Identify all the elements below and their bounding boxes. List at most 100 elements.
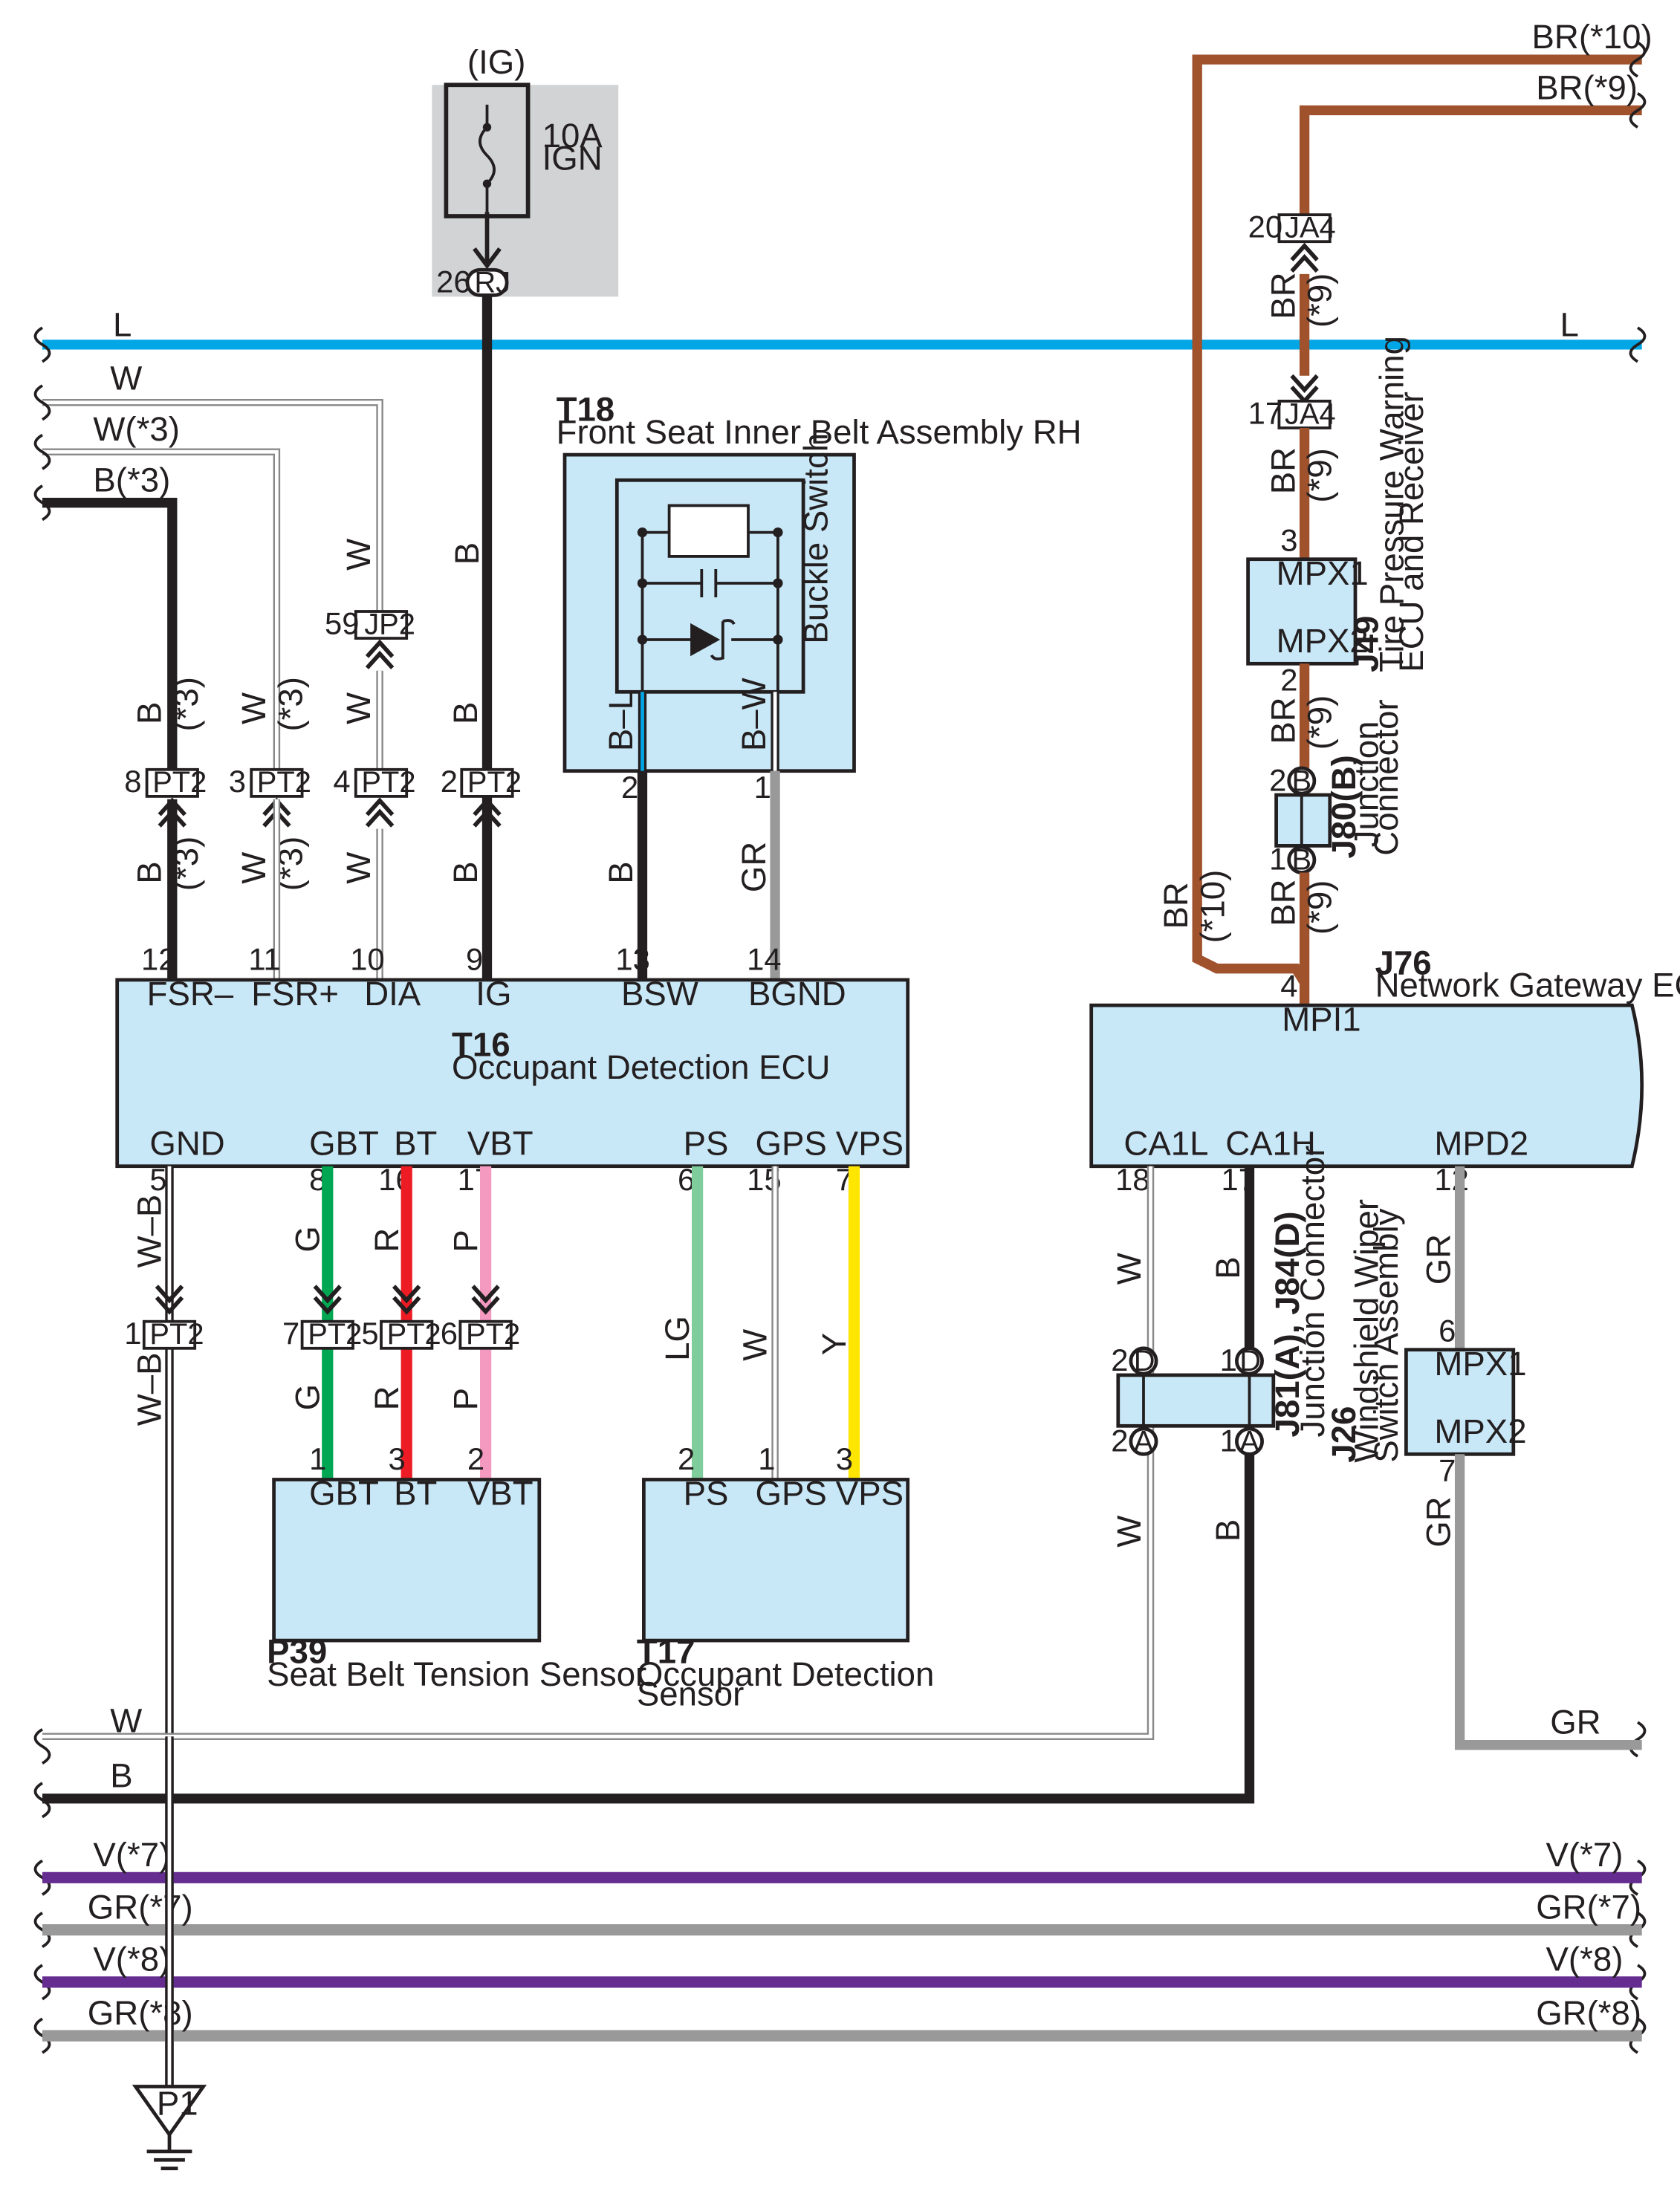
- bus-v7-label-left: V(*7): [93, 1836, 170, 1874]
- t16-bottom-pins: GND 5 GBT 8 BT 16 VBT 17 PS 6 GPS 15 VPS…: [149, 1125, 904, 1198]
- br9-label-2: BR: [1264, 447, 1302, 494]
- fuse-element-icon: [479, 104, 496, 212]
- svg-text:PT2: PT2: [387, 1318, 441, 1351]
- wire-ps-label: LG: [658, 1316, 696, 1361]
- fuse-rating: 10A: [542, 117, 603, 155]
- bus-l-label-left: L: [113, 306, 132, 344]
- svg-text:2: 2: [1269, 762, 1286, 797]
- bus-b-bottom-label: B: [110, 1757, 132, 1795]
- switch-junction-dots: [637, 527, 783, 645]
- j26-name-2: Switch Assembly: [1367, 1208, 1405, 1462]
- p39-box: [272, 1478, 542, 1643]
- svg-text:CA1H: CA1H: [1225, 1125, 1316, 1163]
- t16-top-pins: 12 FSR– 11 FSR+ 10 DIA 9 IG 13 BSW 14 BG…: [141, 942, 846, 1013]
- wire-bsw-label: B: [602, 861, 640, 883]
- svg-text:2: 2: [1111, 1423, 1128, 1458]
- svg-text:(*3): (*3): [272, 677, 310, 731]
- t17-name-2: Sensor: [637, 1675, 744, 1713]
- svg-text:A: A: [1239, 1426, 1259, 1458]
- br9-note-1: (*9): [1301, 273, 1339, 328]
- pt2-upper-2: B PT2 2 B: [441, 702, 522, 884]
- wire-gnd-label-bot: W–B: [131, 1352, 169, 1426]
- svg-text:JP2: JP2: [364, 608, 415, 640]
- svg-text:JA4: JA4: [1285, 397, 1336, 430]
- j49-pin-top: 3: [1280, 522, 1297, 557]
- pt2-upper-3: W (*3) PT2 3 W (*3): [229, 677, 311, 891]
- svg-text:FSR–: FSR–: [147, 975, 234, 1013]
- wire-gps-label: W: [736, 1329, 774, 1361]
- j76-id: J76: [1375, 944, 1432, 981]
- p39-pins: 1 GBT 3 BT 2 VBT: [309, 1441, 533, 1513]
- svg-text:B: B: [1292, 844, 1312, 877]
- p39-name: Seat Belt Tension Sensor: [267, 1655, 646, 1693]
- svg-text:B: B: [131, 702, 169, 724]
- svg-text:GPS: GPS: [756, 1475, 827, 1513]
- svg-text:6: 6: [441, 1316, 458, 1351]
- br9-label-4: BR: [1264, 879, 1302, 926]
- bus-br10-label: BR(*10): [1532, 18, 1653, 56]
- t16-box: [115, 978, 910, 1169]
- j26-name-1: Windshield Wiper: [1347, 1199, 1385, 1463]
- svg-text:W: W: [340, 539, 377, 571]
- ja4-top: JA4 20: [1248, 210, 1336, 273]
- svg-text:GPS: GPS: [756, 1125, 827, 1163]
- svg-text:GND: GND: [149, 1125, 224, 1163]
- fuse-source-label: (IG): [467, 43, 526, 81]
- wire-ca1h-label-2: B: [1209, 1519, 1247, 1542]
- j49-pin-bot: 2: [1280, 662, 1297, 697]
- fuse-pin: 26: [436, 264, 471, 299]
- wire-ig-label-top: B: [448, 542, 486, 565]
- svg-text:5: 5: [361, 1316, 378, 1351]
- svg-text:G: G: [288, 1226, 326, 1252]
- bus-gr7-label-right: GR(*7): [1536, 1888, 1641, 1926]
- j26-pin-top: 6: [1439, 1313, 1456, 1348]
- bus-gr8-label-left: GR(*8): [88, 1994, 193, 2032]
- svg-text:PT2: PT2: [152, 766, 207, 799]
- ground-p1-label: P1: [157, 2085, 198, 2123]
- bus-gr7-label-left: GR(*7): [88, 1888, 193, 1926]
- lower-wire-labels: G R P G R P: [288, 1226, 484, 1410]
- fuse-connector-name: RJ: [474, 267, 510, 299]
- ground-p1-triangle: [132, 2085, 207, 2138]
- svg-text:1: 1: [124, 1316, 141, 1351]
- t18-switch-label: Buckle Switch: [797, 433, 834, 644]
- j81-j84-connector: D 2 D 1 A 2 A 1 J81(A), J84(D) Junction …: [1111, 1146, 1332, 1458]
- svg-text:20: 20: [1248, 210, 1283, 244]
- br9-label-1: BR: [1264, 272, 1302, 319]
- svg-text:W: W: [340, 852, 377, 884]
- svg-text:GBT: GBT: [309, 1125, 379, 1163]
- svg-text:3: 3: [836, 1441, 853, 1476]
- svg-text:8: 8: [124, 764, 141, 799]
- t17-id: T17: [637, 1633, 695, 1671]
- wire-ca1h-label-1: B: [1209, 1256, 1247, 1279]
- svg-text:P: P: [447, 1230, 484, 1252]
- svg-text:7: 7: [282, 1316, 299, 1351]
- svg-text:PT2: PT2: [467, 766, 522, 799]
- bus-v7-label-right: V(*7): [1546, 1836, 1624, 1874]
- svg-text:BT: BT: [394, 1475, 437, 1513]
- svg-text:CA1L: CA1L: [1123, 1125, 1208, 1163]
- svg-text:6: 6: [678, 1162, 695, 1197]
- svg-text:VBT: VBT: [467, 1125, 533, 1163]
- bus-br9-wire: [1299, 105, 1642, 215]
- jp2-connector: W JP2 59: [325, 539, 415, 669]
- svg-text:VBT: VBT: [467, 1475, 533, 1513]
- svg-text:12: 12: [141, 942, 176, 977]
- t17-box: [642, 1478, 910, 1643]
- bus-br10-wire: [1192, 54, 1642, 986]
- svg-text:1: 1: [309, 1441, 326, 1476]
- svg-text:2: 2: [467, 1441, 484, 1476]
- pt2-upper-8: B (*3) PT2 8 B (*3): [124, 677, 207, 891]
- svg-text:4: 4: [333, 764, 350, 799]
- svg-text:3: 3: [389, 1441, 406, 1476]
- svg-text:VPS: VPS: [836, 1475, 904, 1513]
- t18-pin-1: 1: [754, 770, 771, 805]
- svg-text:18: 18: [1115, 1162, 1150, 1197]
- t18-switch-box: [614, 478, 805, 694]
- svg-text:J81(A), J84(D): J81(A), J84(D): [1268, 1211, 1306, 1437]
- br9-note-3: (*9): [1301, 695, 1339, 750]
- bus-b3-label: B(*3): [93, 461, 170, 499]
- svg-text:13: 13: [615, 942, 650, 977]
- wire-j26-label: GR: [1419, 1496, 1457, 1547]
- svg-text:PT2: PT2: [361, 766, 415, 799]
